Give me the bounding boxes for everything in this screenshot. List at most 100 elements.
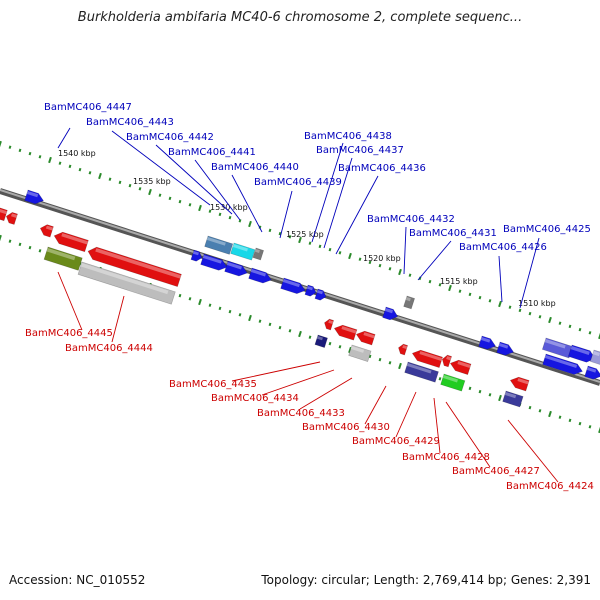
gene-label-4428[interactable]: BamMC406_4428 (402, 452, 490, 463)
gene-4428[interactable] (404, 361, 439, 383)
gene-label-4435[interactable]: BamMC406_4435 (169, 379, 257, 390)
callout-4436 (335, 175, 379, 255)
callout-4430 (364, 385, 387, 425)
callout-4433 (299, 377, 353, 410)
callout-4444 (111, 295, 125, 343)
gene-label-4439[interactable]: BamMC406_4439 (254, 177, 342, 188)
gene-4429[interactable] (411, 348, 443, 368)
callout-4435 (231, 361, 321, 382)
callout-4434 (261, 369, 335, 396)
tick-label-1510: 1510 kbp (518, 299, 556, 308)
gene-4426[interactable] (478, 335, 498, 351)
gene-4435f[interactable] (248, 267, 273, 285)
gene-4432[interactable] (382, 306, 400, 322)
gene-4438[interactable] (190, 249, 204, 263)
gene-label-4438[interactable]: BamMC406_4438 (304, 131, 392, 142)
gene-4435[interactable] (323, 318, 334, 331)
gene-4444-grey[interactable] (77, 261, 176, 305)
gene-4424e[interactable] (584, 365, 600, 381)
callout-4445 (57, 271, 83, 331)
callout-4437 (323, 157, 353, 249)
gene-label-4441[interactable]: BamMC406_4441 (168, 147, 256, 158)
gene-4441[interactable] (204, 235, 234, 255)
callout-4440 (231, 174, 263, 233)
tick-label-1520: 1520 kbp (363, 254, 401, 263)
gene-4447[interactable] (24, 189, 45, 206)
tick-label-1540: 1540 kbp (58, 149, 96, 158)
gene-4444-red[interactable] (86, 245, 182, 288)
gene-label-4444[interactable]: BamMC406_4444 (65, 343, 153, 354)
callout-4425 (519, 237, 540, 309)
gene-4424c[interactable] (589, 349, 600, 366)
callout-4428 (433, 397, 441, 454)
callout-4429 (395, 391, 417, 438)
callout-4442 (155, 144, 233, 215)
genome-summary-text: Topology: circular; Length: 2,769,414 bp… (261, 573, 591, 587)
gene-4434f[interactable] (280, 277, 307, 296)
callout-4439 (279, 190, 293, 239)
gene-label-4436[interactable]: BamMC406_4436 (338, 163, 426, 174)
gene-4442[interactable] (52, 230, 89, 253)
gene-4425[interactable] (496, 341, 516, 357)
callout-4438 (311, 142, 344, 243)
gene-label-4432[interactable]: BamMC406_4432 (367, 214, 455, 225)
gene-label-4445[interactable]: BamMC406_4445 (25, 328, 113, 339)
gene-4424a[interactable] (541, 337, 574, 359)
gene-4443[interactable] (39, 223, 54, 238)
gene-label-4440[interactable]: BamMC406_4440 (211, 162, 299, 173)
gene-4431[interactable] (403, 295, 415, 310)
gene-label-4437[interactable]: BamMC406_4437 (316, 145, 404, 156)
gene-4445[interactable] (43, 246, 83, 271)
gene-label-4443[interactable]: BamMC406_4443 (86, 117, 174, 128)
gene-4427g[interactable] (440, 373, 466, 392)
callout-4447 (57, 127, 71, 149)
gene-label-4429[interactable]: BamMC406_4429 (352, 436, 440, 447)
callout-lines (57, 127, 559, 483)
gene-left-1[interactable] (0, 206, 8, 222)
gene-4433[interactable] (355, 329, 376, 346)
gene-4423[interactable] (502, 390, 524, 408)
gene-4424b[interactable] (567, 344, 596, 364)
gene-features (0, 189, 600, 408)
callout-4424 (507, 419, 559, 483)
gene-label-4427[interactable]: BamMC406_4427 (452, 466, 540, 477)
gene-label-4433[interactable]: BamMC406_4433 (257, 408, 345, 419)
gene-label-4424[interactable]: BamMC406_4424 (506, 481, 594, 492)
gene-label-4434[interactable]: BamMC406_4434 (211, 393, 299, 404)
map-title: Burkholderia ambifaria MC40-6 chromosome… (77, 10, 523, 25)
gene-4434[interactable] (333, 323, 358, 341)
gene-4436[interactable] (224, 260, 249, 278)
gene-4429r[interactable] (397, 343, 408, 356)
gene-4428r[interactable] (441, 354, 452, 368)
gene-4437[interactable] (200, 253, 229, 272)
outer-scale-ring (0, 140, 600, 340)
callout-4441 (194, 159, 241, 221)
gene-4440[interactable] (230, 242, 256, 261)
gene-4430[interactable] (348, 344, 372, 362)
callout-4427 (445, 401, 491, 468)
gene-4430b[interactable] (314, 334, 328, 348)
callout-4432 (403, 226, 407, 275)
gene-left-2[interactable] (5, 211, 18, 225)
gene-4424[interactable] (509, 375, 530, 392)
gene-label-4430[interactable]: BamMC406_4430 (302, 422, 390, 433)
callout-4431 (417, 240, 452, 281)
gene-label-4431[interactable]: BamMC406_4431 (409, 228, 497, 239)
callout-4443 (111, 130, 211, 206)
gene-label-4447[interactable]: BamMC406_4447 (44, 102, 132, 113)
accession-text: Accession: NC_010552 (9, 573, 146, 587)
tick-label-1530: 1530 kbp (210, 203, 248, 212)
tick-label-1515: 1515 kbp (440, 277, 478, 286)
gene-label-4426[interactable]: BamMC406_4426 (459, 242, 547, 253)
gene-label-4425[interactable]: BamMC406_4425 (503, 224, 591, 235)
callout-4426 (498, 255, 503, 303)
tick-label-1525: 1525 kbp (286, 230, 324, 239)
gene-4427[interactable] (449, 358, 472, 375)
gene-4432f[interactable] (314, 288, 328, 302)
gene-4433f[interactable] (304, 284, 318, 298)
tick-label-1535: 1535 kbp (133, 177, 171, 186)
gene-4424d[interactable] (542, 353, 584, 377)
gene-label-4442[interactable]: BamMC406_4442 (126, 132, 214, 143)
gene-4439[interactable] (252, 247, 264, 261)
